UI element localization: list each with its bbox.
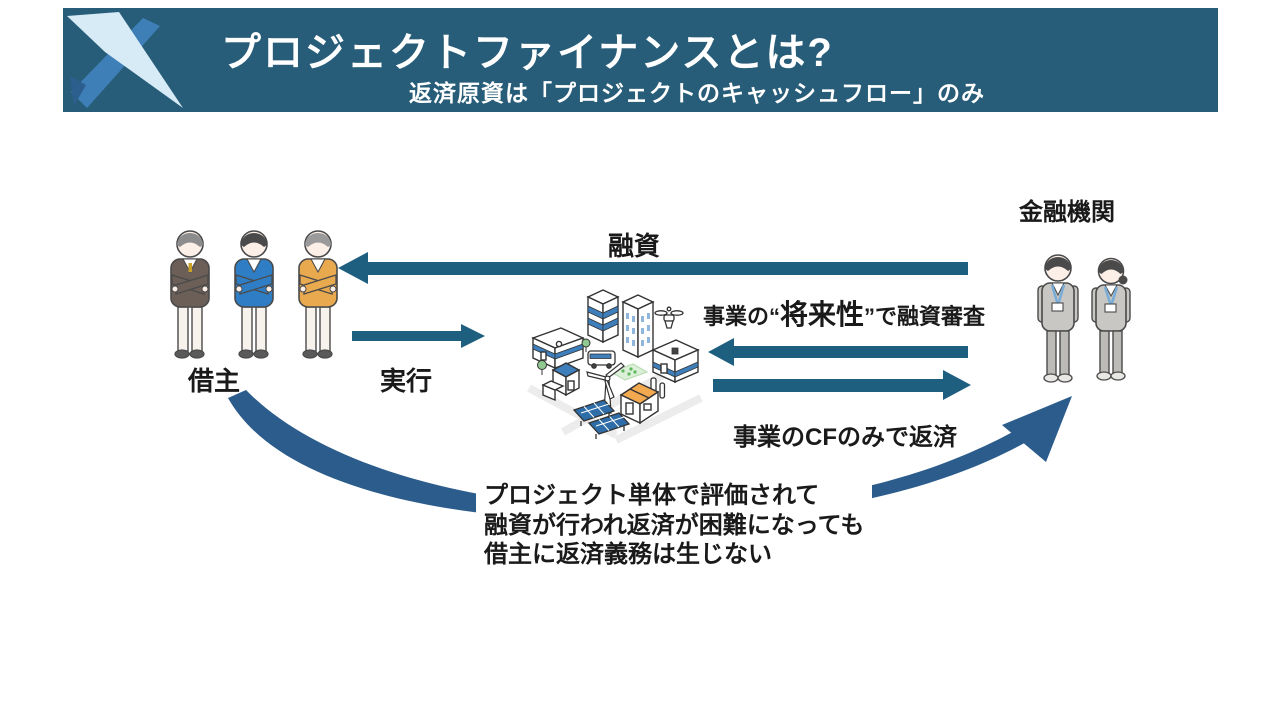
bank-label: 金融機関 xyxy=(1019,199,1115,226)
screening-arrow xyxy=(708,338,968,366)
project-city-illustration xyxy=(527,289,703,444)
repay-label: 事業のCFのみで返済 xyxy=(733,424,957,451)
note-line: プロジェクト単体で評価されて xyxy=(484,482,820,509)
page-subtitle: 返済原資は「プロジェクトのキャッシュフロー」のみ xyxy=(409,80,985,106)
screening-label-pre: 事業の“ xyxy=(703,304,781,329)
screening-label: 事業の“将来性”で融資審査 xyxy=(703,300,985,332)
repay-arrow xyxy=(713,370,971,400)
non-recourse-note: プロジェクト単体で評価されて 融資が行われ返済が困難になっても 借主に返済義務は… xyxy=(476,477,873,574)
execute-arrow xyxy=(352,324,485,348)
x-logo-icon xyxy=(67,12,183,108)
borrower-label: 借主 xyxy=(188,366,241,396)
curve-arrowhead-icon xyxy=(1002,396,1072,462)
page-title: プロジェクトファイナンスとは? xyxy=(221,31,834,75)
repay-arrowhead-icon xyxy=(943,370,971,400)
note-line: 融資が行われ返済が困難になっても xyxy=(484,511,865,539)
screening-label-post: ”で融資審査 xyxy=(864,304,986,329)
execute-label: 実行 xyxy=(380,366,433,396)
loan-arrowhead-icon xyxy=(338,252,368,284)
loan-label: 融資 xyxy=(608,231,661,261)
screening-label-emphasis: 将来性 xyxy=(780,299,865,330)
header-banner: プロジェクトファイナンスとは? 返済原資は「プロジェクトのキャッシュフロー」のみ xyxy=(63,8,1218,112)
loan-arrow xyxy=(338,252,968,284)
drone-icon xyxy=(654,306,684,329)
screening-arrowhead-icon xyxy=(708,338,734,366)
borrowers-illustration xyxy=(170,230,338,359)
note-line: 借主に返済義務は生じない xyxy=(484,541,772,568)
execute-arrowhead-icon xyxy=(461,324,485,348)
bank-employees-illustration xyxy=(1037,254,1131,383)
